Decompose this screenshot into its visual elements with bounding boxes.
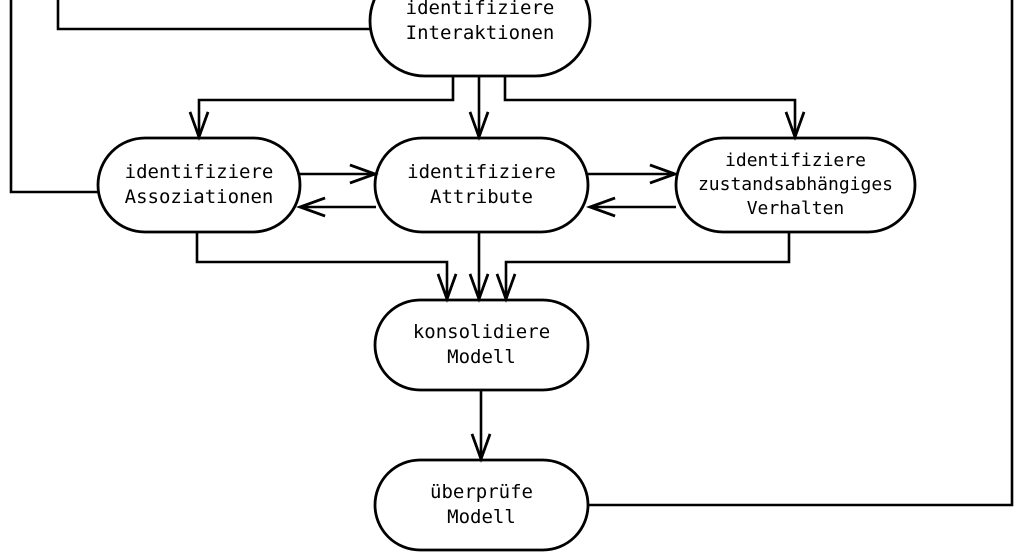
edge-verhalten-to-konsolidiere bbox=[495, 232, 791, 303]
edge-konsolidiere-to-ueberpruefe bbox=[470, 390, 492, 463]
edge-assoziationen-to-konsolidiere bbox=[195, 232, 458, 303]
node-interaktionen[interactable] bbox=[368, 0, 592, 78]
edge-verhalten-to-attribute bbox=[586, 196, 676, 218]
edge-attribute-to-assoziationen bbox=[296, 196, 376, 218]
edge-interaktionen-to-verhalten bbox=[503, 76, 806, 141]
node-ueberpruefe[interactable] bbox=[373, 458, 590, 552]
edge-attribute-to-konsolidiere bbox=[468, 232, 490, 303]
node-verhalten[interactable] bbox=[674, 136, 917, 234]
edge-left-feedback-loop bbox=[9, 0, 98, 194]
node-konsolidiere[interactable] bbox=[373, 298, 590, 392]
edge-interaktionen-left-feedback bbox=[56, 0, 370, 31]
edge-interaktionen-to-assoziationen bbox=[188, 76, 455, 141]
node-attribute[interactable] bbox=[373, 136, 590, 234]
edge-ueberpruefe-right-feedback bbox=[588, 0, 1014, 507]
arrowhead-overlay bbox=[188, 111, 806, 463]
edge-attribute-to-verhalten bbox=[588, 163, 679, 185]
node-assoziationen[interactable] bbox=[96, 136, 302, 234]
edge-interaktionen-to-attribute bbox=[468, 76, 490, 141]
edge-assoziationen-to-attribute bbox=[298, 163, 379, 185]
